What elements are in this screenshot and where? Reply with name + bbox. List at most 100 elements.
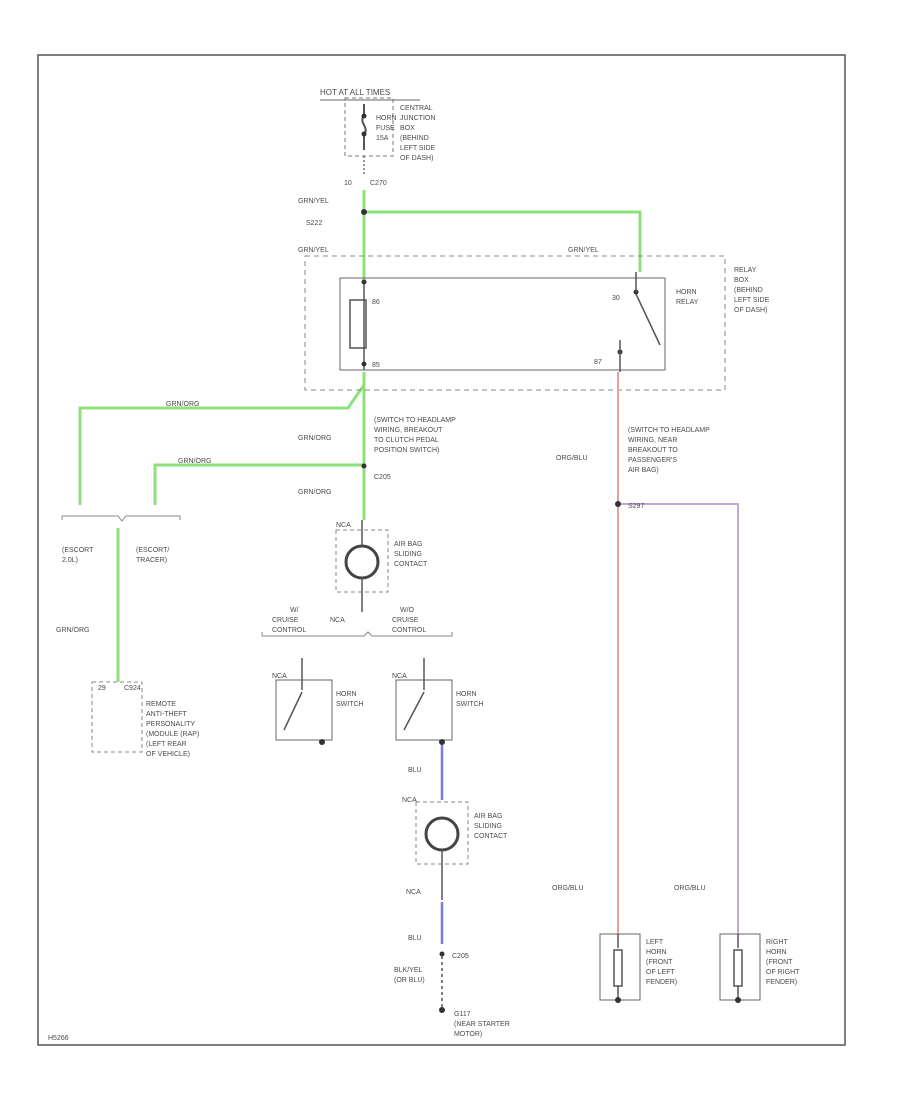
left-horn-ground-terminal xyxy=(615,997,621,1003)
right-horn-label-4: OF RIGHT xyxy=(766,969,800,976)
rap-pin-label: 29 xyxy=(98,685,106,692)
relay-pin-86-label: 86 xyxy=(372,299,380,306)
horn-switch-2-label-1: HORN xyxy=(456,691,477,698)
rap-desc-4: (MODULE (RAP) xyxy=(146,731,199,738)
wire-top-label: GRN/YEL xyxy=(298,198,329,205)
nca-split-label: NCA xyxy=(330,617,345,624)
cjb-desc-2: JUNCTION xyxy=(400,115,435,122)
wire-pur-label: ORG/BLU xyxy=(674,885,706,892)
airbag-2-desc-2: SLIDING xyxy=(474,823,502,830)
airbag-sliding-contact-1: NCA AIR BAG SLIDING CONTACT xyxy=(335,520,428,612)
wire-bottom-label-1: BLK/YEL xyxy=(394,967,423,974)
ground-label-1: G117 xyxy=(454,1011,471,1018)
relay-coil-icon xyxy=(349,299,367,349)
conn-right-desc-5: AIR BAG) xyxy=(628,467,659,474)
rap-desc-1: REMOTE xyxy=(146,701,176,708)
escort-split-bracket xyxy=(61,515,181,522)
splice-s297 xyxy=(615,501,621,507)
escort-right-1: (ESCORT/ xyxy=(136,547,169,554)
relay-switch-arm xyxy=(635,293,661,346)
cruise-right-2: CRUISE xyxy=(392,617,419,624)
horn-fuse-icon xyxy=(361,104,367,150)
wire-mid-2-label: GRN/ORG xyxy=(298,489,331,496)
relay-pin-30-label: 30 xyxy=(612,295,620,302)
airbag-sliding-contact-2: NCA AIR BAG SLIDING CONTACT NCA xyxy=(402,797,508,900)
relay-box-desc-1: RELAY xyxy=(734,267,757,274)
cruise-right-1: W/O xyxy=(400,607,415,614)
rap-desc-5: (LEFT REAR xyxy=(146,741,187,748)
right-horn-icon xyxy=(733,934,743,1000)
conn-right-desc-4: PASSENGER'S xyxy=(628,457,677,464)
cjb-outline xyxy=(344,97,394,157)
fuse-label-3: 15A xyxy=(376,135,389,142)
cjb-desc-1: CENTRAL xyxy=(400,105,433,112)
fuse-label-1: HORN xyxy=(376,115,397,122)
wire-escort-left-label: GRN/ORG xyxy=(166,401,199,408)
relay-box-desc-3: (BEHIND xyxy=(734,287,763,294)
horn-switch-2-label-2: SWITCH xyxy=(456,701,484,708)
conn-mid-desc-4: POSITION SWITCH) xyxy=(374,447,439,454)
wire-escort-right xyxy=(153,463,364,505)
hot-label: HOT AT ALL TIMES xyxy=(320,88,390,97)
cruise-left-1: W/ xyxy=(290,607,299,614)
conn-right-desc-3: BREAKOUT TO xyxy=(628,447,678,454)
right-horn-ground-terminal xyxy=(735,997,741,1003)
horn-relay-box: GRN/YEL GRN/YEL 86 85 30 87 HORN RELAY R… xyxy=(298,247,770,391)
relay-pin-86-terminal xyxy=(361,279,367,285)
splice-s222 xyxy=(361,209,367,215)
airbag-2-clockspring-icon xyxy=(424,816,460,852)
escort-left-2: 2.0L) xyxy=(62,557,78,564)
horn-switch-1-terminal xyxy=(319,739,325,745)
conn-mid-desc-1: (SWITCH TO HEADLAMP xyxy=(374,417,456,424)
wire-escort-left xyxy=(78,384,366,505)
wire-relay-right-label: GRN/YEL xyxy=(568,247,599,254)
fuse-pin-label: 10 xyxy=(344,180,352,187)
wire-mid-1-label: GRN/ORG xyxy=(298,435,331,442)
horn-switch-2-arm xyxy=(403,691,425,731)
fuse-terminal-top xyxy=(361,113,367,119)
wire-red-2-label: ORG/BLU xyxy=(552,885,584,892)
cjb-desc-5: LEFT SIDE xyxy=(400,145,436,152)
conn-right-desc-2: WIRING, NEAR xyxy=(628,437,677,444)
left-horn-outline xyxy=(599,933,641,1001)
conn-mid-desc-2: WIRING, BREAKOUT xyxy=(374,427,443,434)
wire-blu-2-label: BLU xyxy=(408,935,422,942)
airbag-1-clockspring-icon xyxy=(344,544,380,580)
left-horn-label-4: OF LEFT xyxy=(646,969,676,976)
airbag-2-desc-3: CONTACT xyxy=(474,833,508,840)
conn-c205-upper-pin xyxy=(361,463,367,469)
escort-left-1: (ESCORT xyxy=(62,547,94,554)
cruise-left-3: CONTROL xyxy=(272,627,306,634)
cjb-desc-3: BOX xyxy=(400,125,415,132)
wire-relay-left-label: GRN/YEL xyxy=(298,247,329,254)
relay-pin-87-label: 87 xyxy=(594,359,602,366)
airbag-1-desc-3: CONTACT xyxy=(394,561,428,568)
horn-switch-2-nca: NCA xyxy=(392,673,407,680)
ground-g117-terminal xyxy=(439,1007,445,1013)
horn-switch-1-label-2: SWITCH xyxy=(336,701,364,708)
right-horn: RIGHT HORN (FRONT OF RIGHT FENDER) xyxy=(719,933,800,1003)
horn-switch-1-nca: NCA xyxy=(272,673,287,680)
left-horn-label-3: (FRONT xyxy=(646,959,673,966)
relay-box-desc-2: BOX xyxy=(734,277,749,284)
relay-box-desc-5: OF DASH) xyxy=(734,307,767,314)
wire-purple-right-horn xyxy=(618,503,739,934)
airbag-2-nca-bottom: NCA xyxy=(406,889,421,896)
rap-module-outline xyxy=(91,681,143,753)
wire-splice-to-relay-switch xyxy=(364,210,642,272)
conn-mid-desc-3: TO CLUTCH PEDAL xyxy=(374,437,439,444)
green-wires xyxy=(78,190,642,682)
horn-switch-1-label-1: HORN xyxy=(336,691,357,698)
fuse-conn-label: C270 xyxy=(370,180,387,187)
ground-label-2: (NEAR STARTER xyxy=(454,1021,510,1028)
relay-pin-85-label: 85 xyxy=(372,362,380,369)
escort-right-2: TRACER) xyxy=(136,557,167,564)
relay-box-outline xyxy=(304,255,726,391)
cruise-right-3: CONTROL xyxy=(392,627,426,634)
cjb-desc-4: (BEHIND xyxy=(400,135,429,142)
airbag-1-desc-2: SLIDING xyxy=(394,551,422,558)
right-horn-label-1: RIGHT xyxy=(766,939,789,946)
airbag-2-desc-1: AIR BAG xyxy=(474,813,502,820)
airbag-1-nca-label: NCA xyxy=(336,522,351,529)
central-junction-box: HOT AT ALL TIMES HORN FUSE 15A CENTRAL J… xyxy=(320,88,436,162)
